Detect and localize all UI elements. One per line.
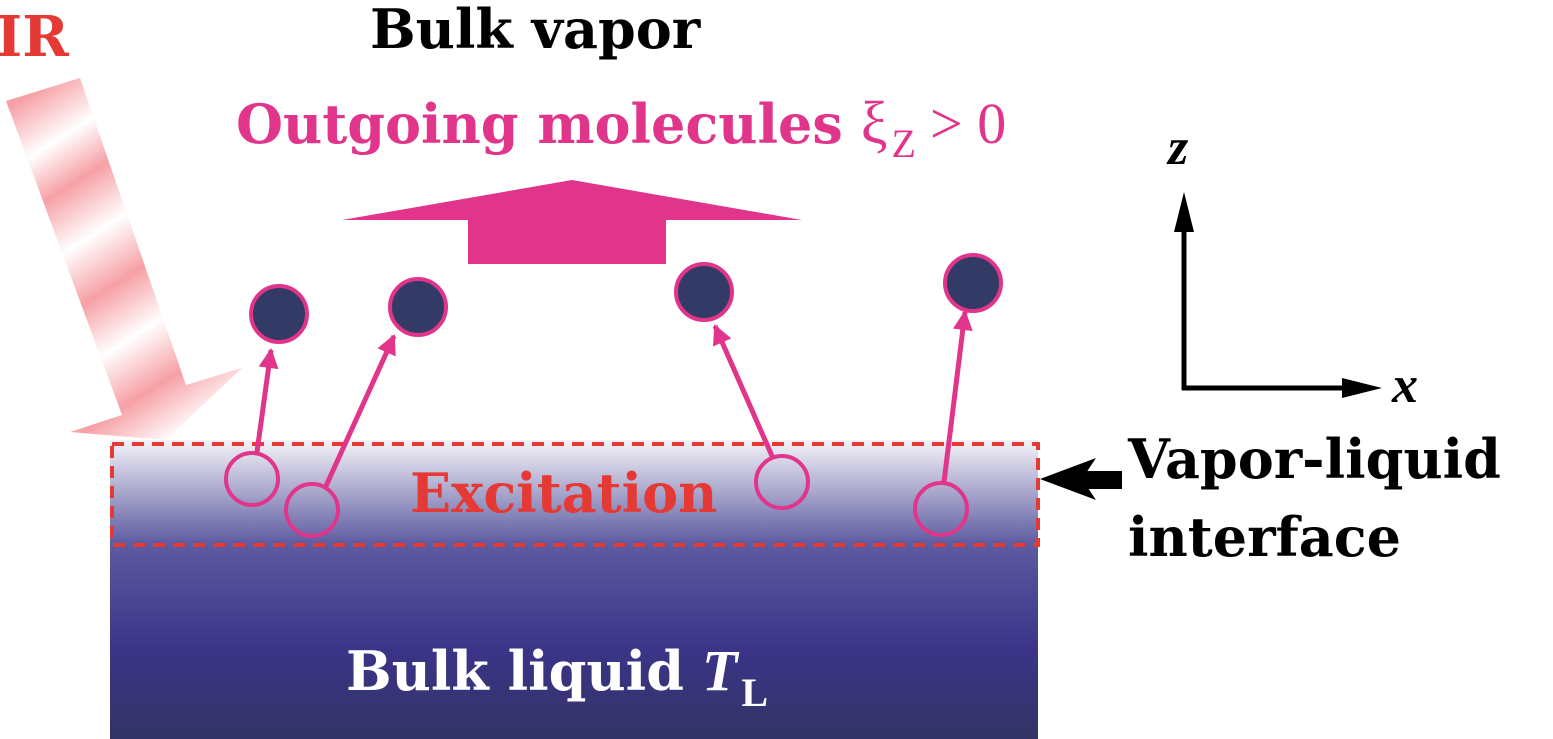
bulk-vapor-label: Bulk vapor <box>370 0 701 61</box>
excitation-label: Excitation <box>410 461 717 525</box>
excited-molecules <box>224 451 969 538</box>
coordinate-axes: z x <box>1166 119 1418 414</box>
outgoing-molecule-2 <box>388 277 448 337</box>
outgoing-molecule-3 <box>674 262 734 322</box>
trajectory-3 <box>712 324 775 458</box>
outgoing-text: Outgoing molecules <box>236 92 843 156</box>
interface-label-line2: interface <box>1128 505 1401 569</box>
xi-symbol: ξ <box>861 90 888 156</box>
excited-molecule-3 <box>754 454 810 510</box>
temperature-subscript: L <box>741 670 768 715</box>
interface-pointer <box>1040 458 1122 500</box>
outgoing-arrow <box>342 180 802 264</box>
outgoing-molecule-1 <box>249 284 309 344</box>
bulk-liquid-slab <box>110 440 1038 739</box>
trajectory-1 <box>254 348 279 453</box>
ir-label: IR <box>0 4 69 70</box>
x-axis-arrowhead <box>1342 378 1382 398</box>
x-axis-label: x <box>1391 357 1418 414</box>
z-axis-arrowhead <box>1174 192 1194 232</box>
outgoing-molecules <box>249 253 1003 344</box>
excited-molecule-1 <box>224 451 280 507</box>
ir-arrow <box>6 78 242 440</box>
outgoing-molecules-label: Outgoing molecules ξ Z > 0 <box>236 90 1006 166</box>
trajectory-2 <box>323 334 397 488</box>
bulk-liquid-text: Bulk liquid <box>346 639 684 703</box>
interface-label-line1: Vapor-liquid <box>1127 427 1501 491</box>
molecule-trajectories <box>254 310 973 488</box>
excited-molecule-2 <box>284 482 340 538</box>
interface-pointer-shaft <box>1082 471 1122 489</box>
bulk-liquid-label: Bulk liquid T L <box>346 638 768 715</box>
temperature-symbol: T <box>702 638 740 703</box>
outgoing-condition: > 0 <box>930 91 1006 156</box>
outgoing-molecule-4 <box>943 253 1003 313</box>
trajectory-4 <box>941 310 973 483</box>
xi-subscript: Z <box>892 121 916 166</box>
z-axis-label: z <box>1166 119 1189 176</box>
excitation-region <box>110 442 1040 547</box>
excited-molecule-4 <box>913 481 969 537</box>
interface-pointer-head <box>1040 458 1096 500</box>
